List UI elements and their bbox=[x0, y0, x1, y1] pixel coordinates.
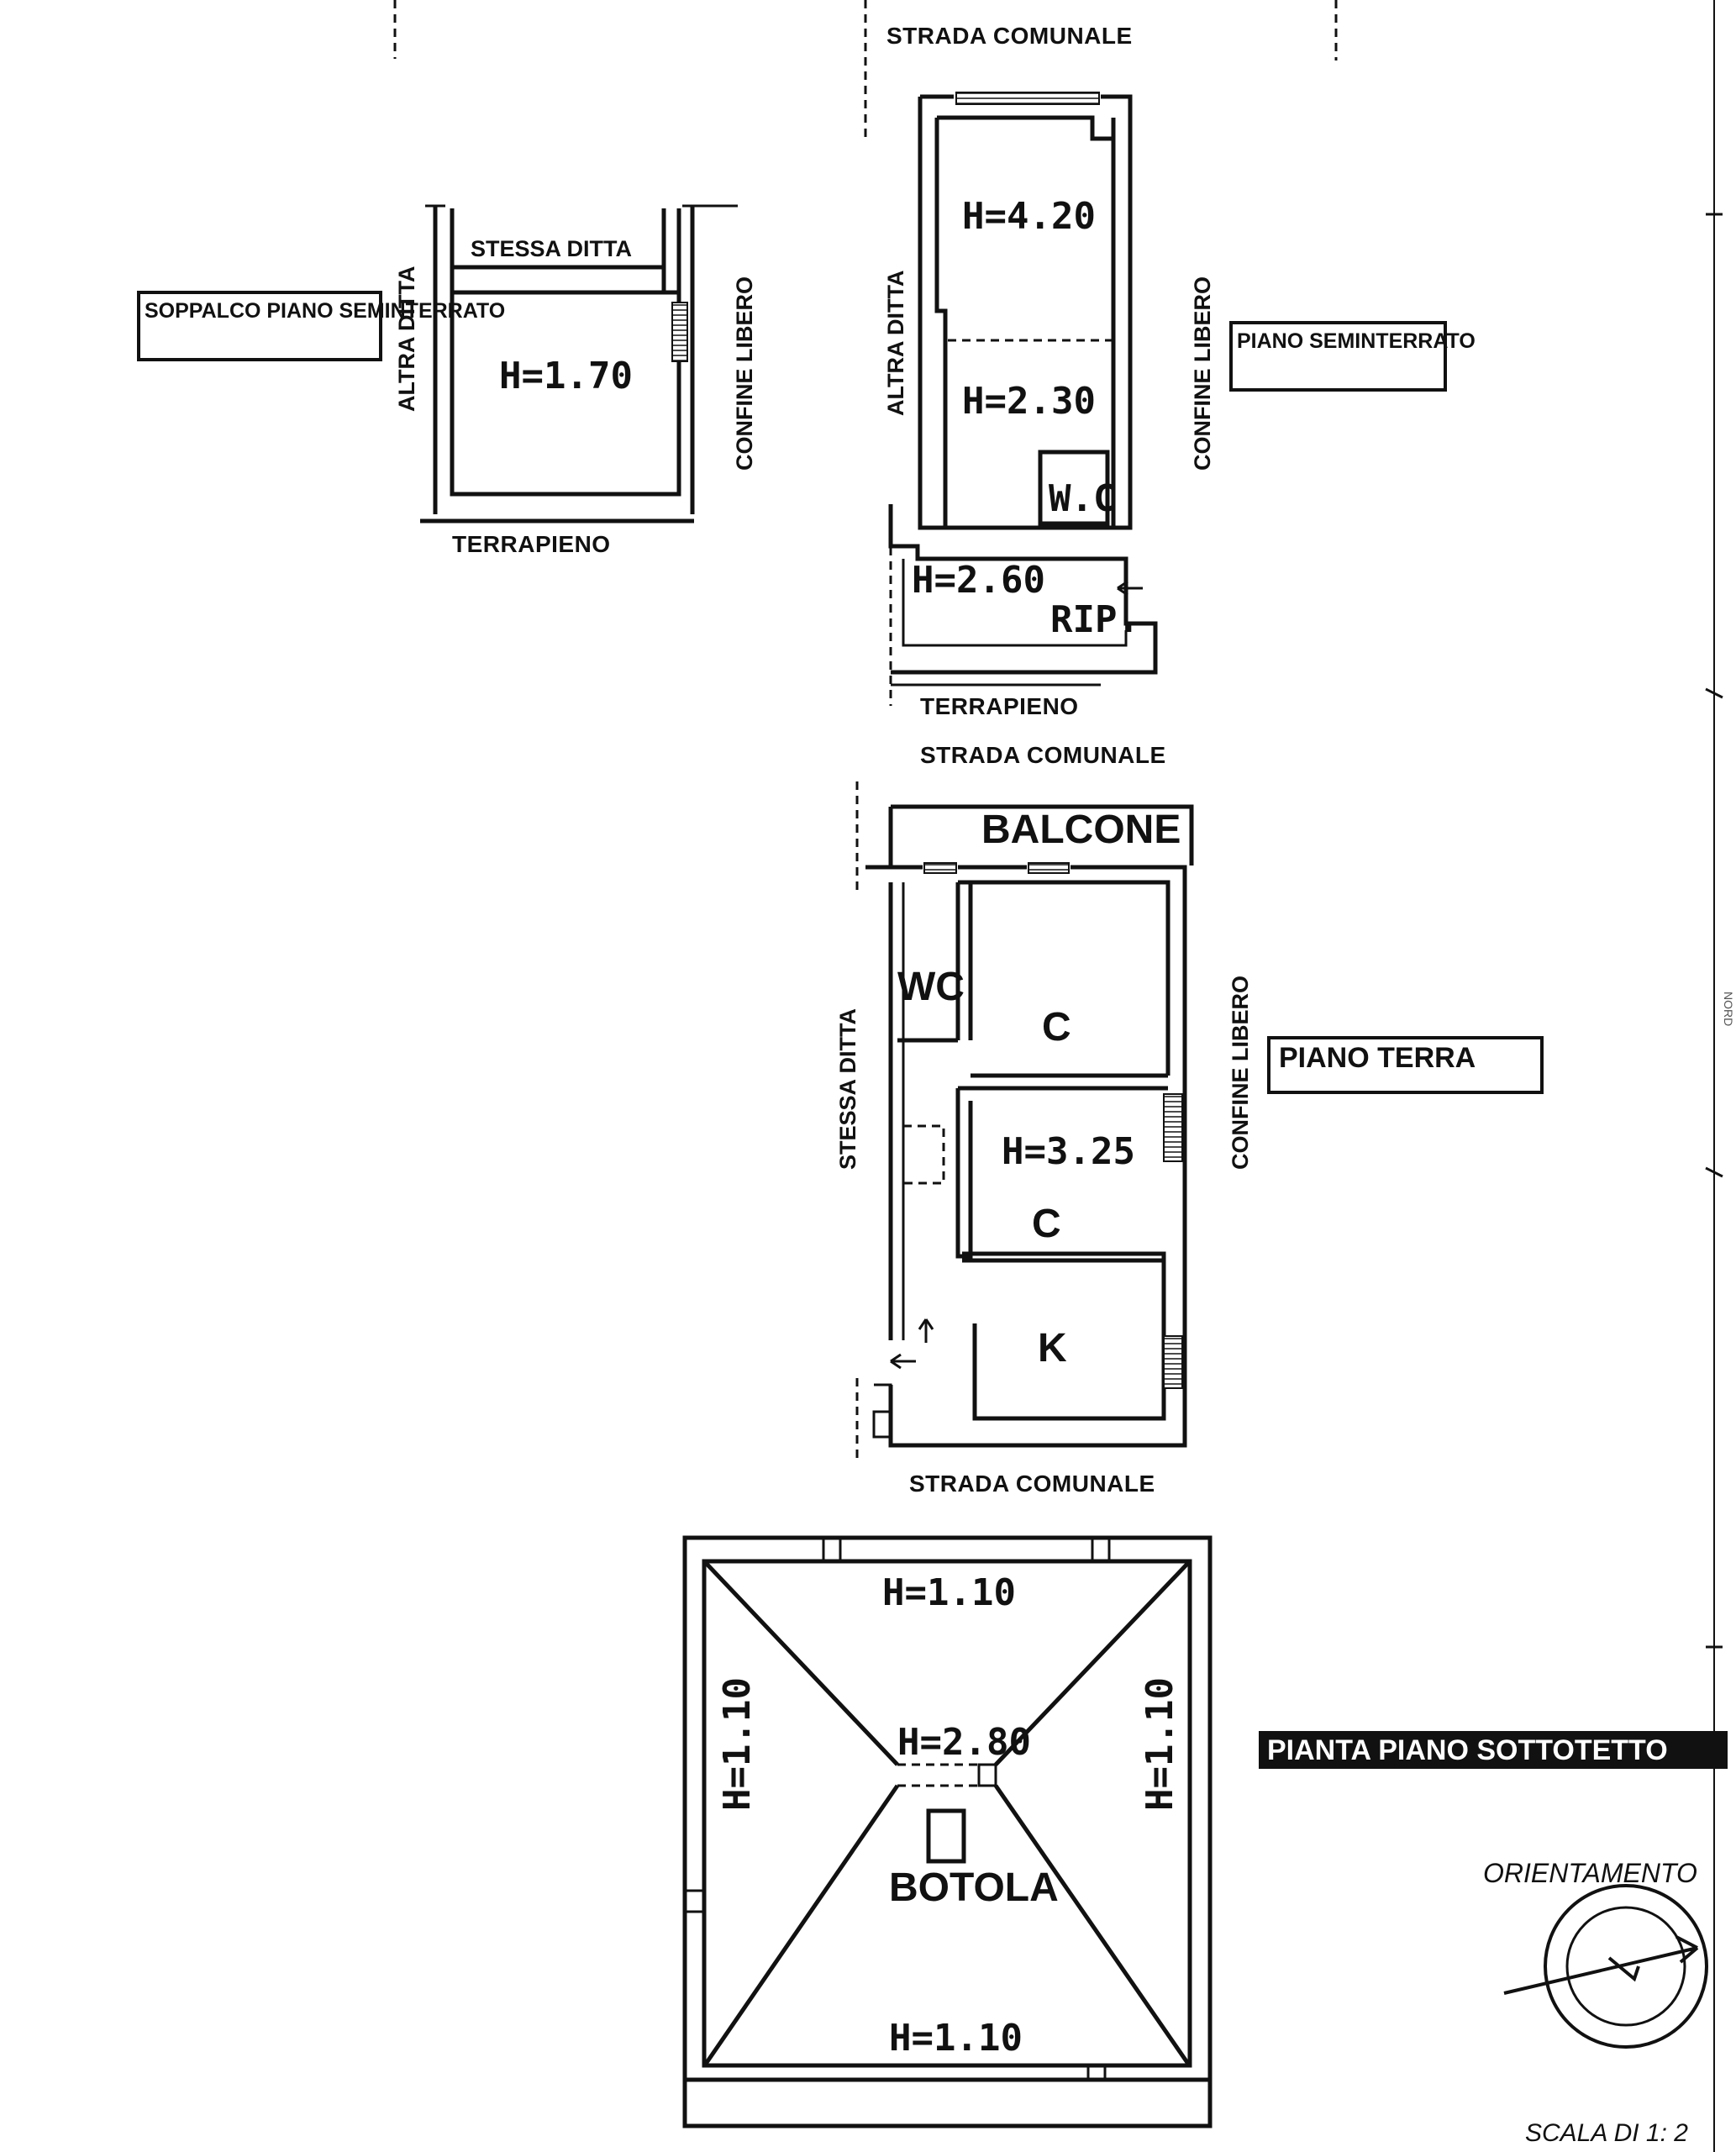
soppalco-boundary-lines bbox=[433, 206, 695, 514]
sottotetto-hip-ne bbox=[994, 1561, 1190, 1766]
seminterrato-top-window bbox=[955, 92, 1100, 105]
piano-terra-balcony-label: BALCONE bbox=[981, 808, 1181, 852]
sottotetto-hip-se bbox=[993, 1784, 1191, 2065]
piano-terra-title-box bbox=[1267, 1036, 1544, 1094]
seminterrato-height-2: H=2.30 bbox=[962, 380, 1096, 423]
seminterrato-ripostiglio-inner bbox=[902, 559, 1128, 647]
soppalco-height: H=1.70 bbox=[499, 355, 633, 397]
sottotetto-botola-label: BOTOLA bbox=[889, 1865, 1059, 1910]
soppalco-title-box bbox=[137, 291, 382, 361]
seminterrato-title-box bbox=[1229, 321, 1447, 392]
sottotetto-center-height: H=2.80 bbox=[897, 1721, 1031, 1764]
seminterrato-top-road: STRADA COMUNALE bbox=[886, 23, 1133, 49]
piano-terra-room-c1-wall bbox=[958, 880, 1170, 1076]
piano-terra-entry-steps bbox=[872, 1383, 892, 1439]
sottotetto-title: PIANTA PIANO SOTTOTETTO bbox=[1267, 1734, 1668, 1766]
piano-terra-c2-window bbox=[1163, 1093, 1183, 1162]
sottotetto-top-height: H=1.10 bbox=[882, 1571, 1016, 1614]
piano-terra-top-road: STRADA COMUNALE bbox=[920, 742, 1166, 768]
piano-terra-c2-left-wall bbox=[955, 1088, 973, 1259]
compass-inner-ring bbox=[1565, 1906, 1686, 2027]
piano-terra-k-wall bbox=[972, 1260, 1166, 1421]
sottotetto-inner-wall bbox=[702, 1559, 1192, 2068]
soppalco-bottom-side: TERRAPIENO bbox=[452, 531, 611, 557]
scale-label: SCALA DI 1: 2 bbox=[1525, 2119, 1688, 2147]
compass-north-arrow-icon bbox=[1503, 1935, 1699, 1995]
seminterrato-bottom-side: TERRAPIENO bbox=[920, 693, 1079, 719]
soppalco-right-side: CONFINE LIBERO bbox=[732, 276, 757, 471]
sottotetto-right-height: H=1.10 bbox=[1139, 1677, 1181, 1811]
piano-terra-outer-wall bbox=[888, 865, 1187, 1448]
sheet-margin: NORD bbox=[393, 0, 1735, 2152]
piano-terra-top-window-1 bbox=[923, 862, 957, 874]
sottotetto-botola-hatch bbox=[926, 1808, 966, 1864]
seminterrato-left-side: ALTRA DITTA bbox=[883, 271, 908, 416]
piano-terra-stair-dashed bbox=[902, 1124, 945, 1185]
soppalco-plan: SOPPALCO PIANO SEMINTERRATO ALTRA DITTA … bbox=[137, 204, 757, 557]
piano-terra-right-side: CONFINE LIBERO bbox=[1228, 976, 1253, 1170]
sottotetto-title-box bbox=[1259, 1731, 1728, 1769]
sottotetto-left-height: H=1.10 bbox=[716, 1677, 759, 1811]
margin-ticks bbox=[1705, 213, 1723, 1649]
seminterrato-inner-top-wall bbox=[937, 115, 1113, 141]
piano-terra-room-c2: C bbox=[1032, 1202, 1061, 1246]
seminterrato-right-side: CONFINE LIBERO bbox=[1190, 276, 1215, 471]
seminterrato-wc-label: W.C bbox=[1049, 477, 1115, 520]
seminterrato-title: PIANO SEMINTERRATO bbox=[1237, 329, 1476, 353]
margin-mark: NORD bbox=[1722, 992, 1735, 1026]
seminterrato-entry-arrow bbox=[1117, 580, 1143, 597]
piano-terra-kitchen: K bbox=[1038, 1326, 1067, 1371]
piano-terra-room-c1: C bbox=[1042, 1005, 1071, 1050]
sottotetto-plan: H=1.10 H=1.10 H=1.10 H=2.80 BOTOLA H=1.1… bbox=[682, 1535, 1728, 2128]
seminterrato-wc-box bbox=[1038, 450, 1110, 526]
sottotetto-chimney bbox=[977, 1763, 997, 1787]
seminterrato-inner-left-wall bbox=[934, 118, 948, 528]
sottotetto-hip-nw bbox=[704, 1561, 899, 1766]
piano-terra-wc-wall bbox=[955, 882, 973, 1040]
compass-outer-ring bbox=[1544, 1884, 1708, 2049]
soppalco-window bbox=[671, 302, 688, 362]
piano-terra-c2-k-wall bbox=[962, 1251, 1166, 1263]
sottotetto-outer-wall bbox=[682, 1535, 1213, 2128]
seminterrato-ripostiglio-wall bbox=[888, 504, 1158, 675]
seminterrato-outer-wall bbox=[918, 94, 1133, 530]
piano-terra-bottom-road: STRADA COMUNALE bbox=[909, 1471, 1155, 1497]
orientation-block: ORIENTAMENTO SCALA DI 1: 2 bbox=[1483, 1858, 1708, 2147]
soppalco-left-side: ALTRA DITTA bbox=[394, 266, 419, 412]
piano-terra-title: PIANO TERRA bbox=[1279, 1042, 1476, 1074]
sottotetto-hip-sw bbox=[703, 1784, 900, 2065]
piano-terra-left-side: STESSA DITTA bbox=[835, 1008, 860, 1170]
orientation-label: ORIENTAMENTO bbox=[1483, 1858, 1697, 1888]
sottotetto-openings bbox=[685, 1889, 1107, 2080]
piano-terra-height: H=3.25 bbox=[1002, 1130, 1135, 1173]
seminterrato-height-3: H=2.60 bbox=[912, 559, 1045, 602]
sottotetto-top-openings bbox=[822, 1538, 1111, 1561]
sottotetto-bottom-height: H=1.10 bbox=[889, 2017, 1023, 2060]
seminterrato-rip-label: RIP. bbox=[1050, 598, 1139, 641]
seminterrato-plan: STRADA COMUNALE PIANO SEMINTERRATO ALTRA… bbox=[864, 0, 1476, 719]
piano-terra-k-window bbox=[1163, 1335, 1183, 1389]
piano-terra-wc-label: WC bbox=[897, 965, 965, 1009]
piano-terra-plan: STRADA COMUNALE BALCONE PIANO TERRA STES… bbox=[835, 742, 1544, 1497]
piano-terra-c1-c2-wall bbox=[958, 1073, 1168, 1091]
piano-terra-balcony-outline bbox=[891, 804, 1194, 866]
piano-terra-top-window-2 bbox=[1028, 862, 1070, 874]
piano-terra-entry-arrow bbox=[890, 1353, 916, 1370]
piano-terra-up-arrow bbox=[918, 1318, 934, 1343]
soppalco-title: SOPPALCO PIANO SEMINTERRATO bbox=[145, 299, 505, 323]
seminterrato-height-1: H=4.20 bbox=[962, 195, 1096, 238]
soppalco-top-side: STESSA DITTA bbox=[471, 236, 632, 261]
